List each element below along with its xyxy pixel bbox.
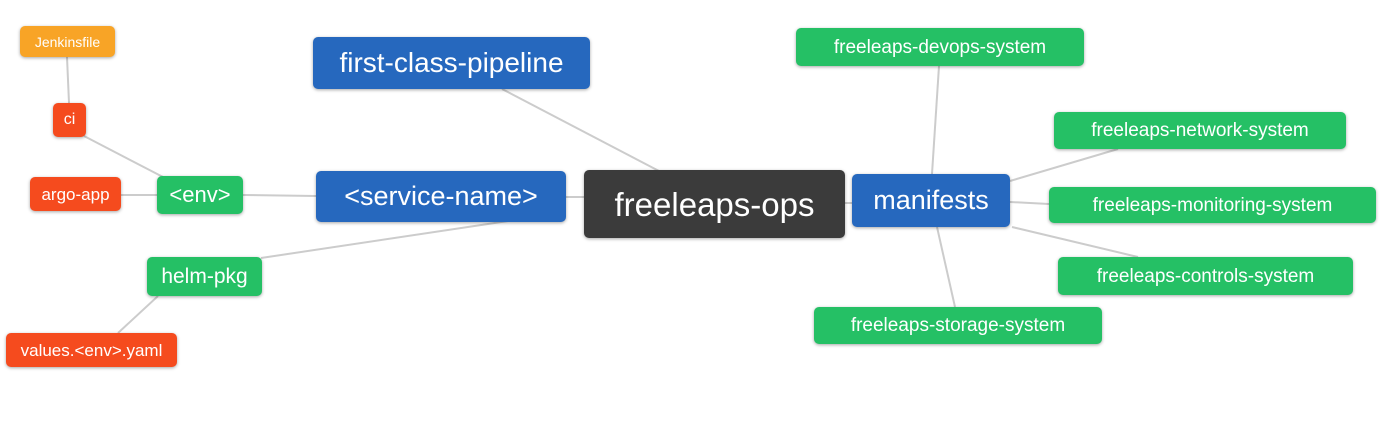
node-freeleaps-devops-system[interactable]: freeleaps-devops-system xyxy=(796,28,1084,66)
edge-manifests-to-freeleaps-storage-system xyxy=(936,226,956,308)
node-label: Jenkinsfile xyxy=(34,33,101,50)
node-label: <env> xyxy=(169,182,231,207)
node-freeleaps-network-system[interactable]: freeleaps-network-system xyxy=(1054,112,1346,149)
node-label: freeleaps-controls-system xyxy=(1096,265,1315,287)
node-label: manifests xyxy=(873,185,989,215)
edge-manifests-to-freeleaps-devops-system xyxy=(931,65,940,175)
node-label: values.<env>.yaml xyxy=(20,340,163,360)
edge-helm-pkg-to-service-name xyxy=(260,220,509,259)
edge-first-class-pipeline-to-freeleaps-ops xyxy=(501,88,660,172)
node-argo-app[interactable]: argo-app xyxy=(30,177,121,211)
edge-manifests-to-freeleaps-network-system xyxy=(1009,148,1119,182)
edge-manifests-to-freeleaps-controls-system xyxy=(1011,226,1139,258)
node-env[interactable]: <env> xyxy=(157,176,243,214)
node-freeleaps-monitoring-system[interactable]: freeleaps-monitoring-system xyxy=(1049,187,1376,223)
node-label: freeleaps-storage-system xyxy=(850,315,1066,336)
node-ci[interactable]: ci xyxy=(53,103,86,137)
edge-jenkinsfile-to-ci xyxy=(66,56,70,104)
node-label: first-class-pipeline xyxy=(339,47,564,78)
node-values-env-yaml[interactable]: values.<env>.yaml xyxy=(6,333,177,367)
node-first-class-pipeline[interactable]: first-class-pipeline xyxy=(313,37,590,89)
node-label: ci xyxy=(63,111,76,128)
node-label: helm-pkg xyxy=(161,265,248,288)
node-helm-pkg[interactable]: helm-pkg xyxy=(147,257,262,296)
edge-env-to-service-name xyxy=(242,194,317,197)
node-freeleaps-storage-system[interactable]: freeleaps-storage-system xyxy=(814,307,1102,344)
edge-values-env-yaml-to-helm-pkg xyxy=(117,295,159,334)
node-service-name[interactable]: <service-name> xyxy=(316,171,566,222)
node-label: freeleaps-monitoring-system xyxy=(1092,194,1333,216)
node-label: <service-name> xyxy=(344,181,538,211)
node-label: argo-app xyxy=(41,184,110,204)
node-freeleaps-controls-system[interactable]: freeleaps-controls-system xyxy=(1058,257,1353,295)
node-manifests[interactable]: manifests xyxy=(852,174,1010,227)
edge-ci-to-env xyxy=(83,135,164,178)
edge-manifests-to-freeleaps-monitoring-system xyxy=(1009,201,1050,205)
node-jenkinsfile[interactable]: Jenkinsfile xyxy=(20,26,115,57)
node-freeleaps-ops[interactable]: freeleaps-ops xyxy=(584,170,845,238)
node-label: freeleaps-ops xyxy=(614,185,815,223)
node-label: freeleaps-devops-system xyxy=(833,36,1047,58)
node-label: freeleaps-network-system xyxy=(1091,120,1309,141)
